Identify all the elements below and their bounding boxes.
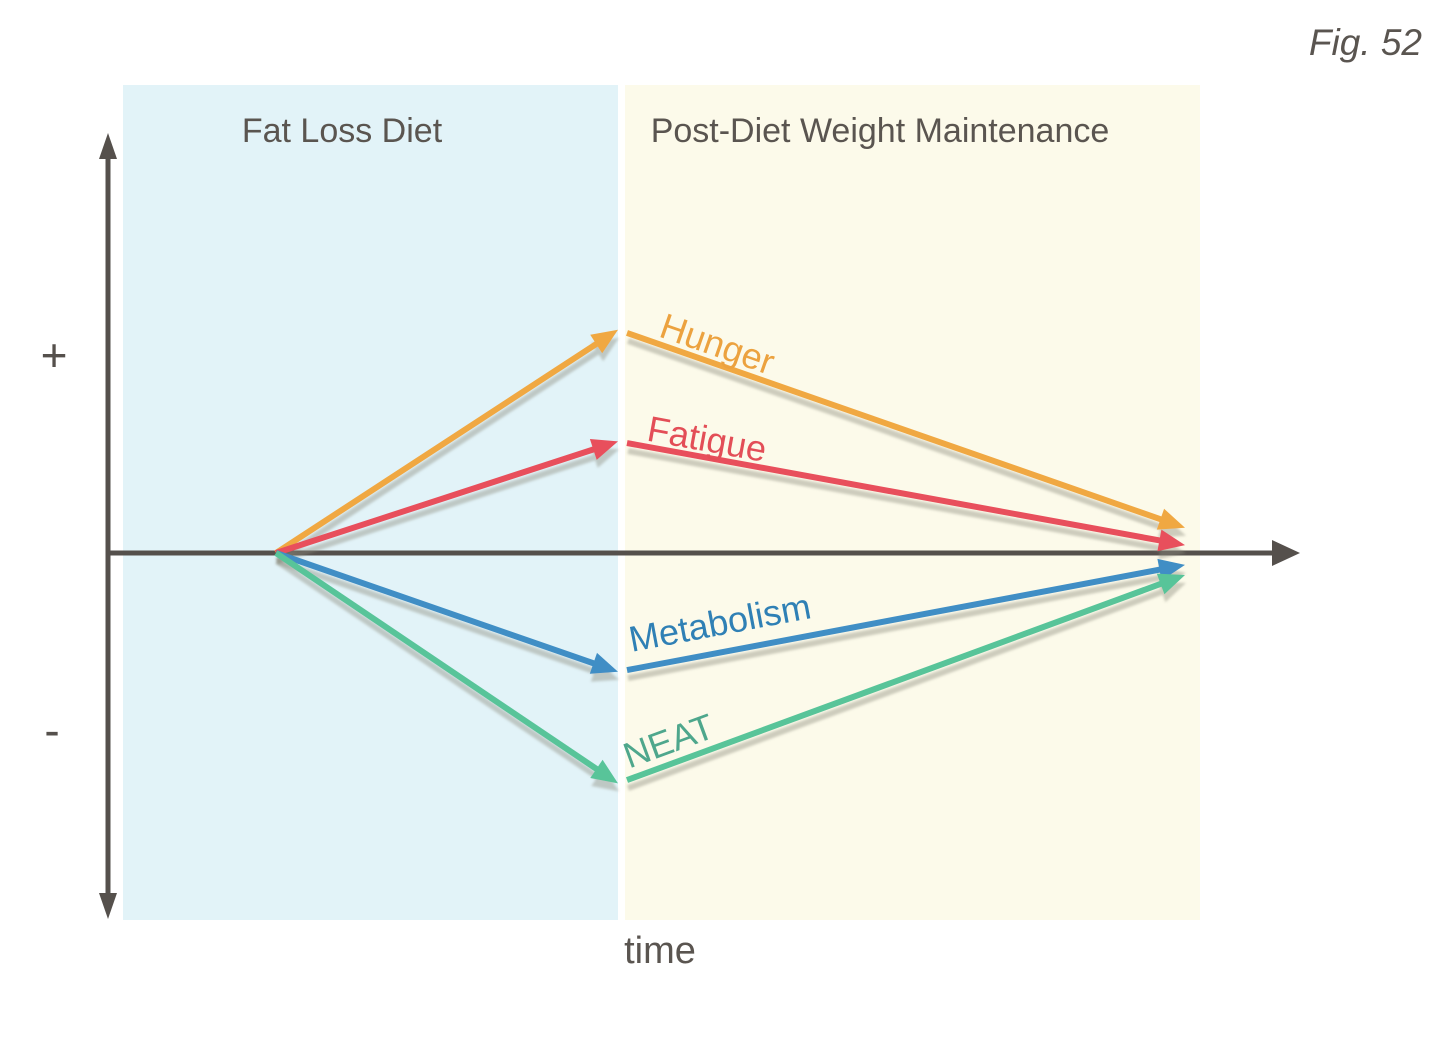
series-hunger-paths	[274, 329, 1185, 556]
x-axis-right-arrowhead	[1272, 540, 1300, 566]
series-hunger-phase1-line	[274, 338, 603, 556]
series-fatigue-phase2-arrowhead	[1157, 529, 1185, 552]
figure-number: Fig. 52	[1309, 22, 1423, 63]
region-title-fat-loss-diet: Fat Loss Diet	[242, 112, 443, 150]
y-axis-up-arrowhead	[99, 133, 117, 159]
series-metabolism-phase2-line	[626, 565, 1166, 674]
series-fatigue-phase1-arrowhead	[589, 439, 618, 460]
series-hunger-phase2-arrowhead	[1156, 508, 1185, 530]
series-fatigue-phase1-line	[275, 444, 600, 556]
series-hunger-phase2-line	[626, 330, 1168, 525]
series-neat-phase1-arrowhead	[590, 759, 618, 784]
series-fatigue-paths	[275, 439, 1185, 556]
series-hunger-phase1-arrowhead	[590, 329, 618, 354]
y-axis-plus-label: +	[41, 329, 68, 381]
series-fatigue-phase2-line	[626, 440, 1166, 545]
region-title-post-diet-maintenance: Post-Diet Weight Maintenance	[651, 112, 1110, 150]
series-metabolism-phase1-line	[275, 550, 601, 669]
y-axis-down-arrowhead	[99, 893, 117, 919]
series-metabolism-phase1-arrowhead	[589, 652, 618, 674]
x-axis	[106, 540, 1300, 566]
y-axis	[99, 133, 117, 919]
x-axis-time-label: time	[624, 930, 696, 972]
series-neat-phase2-line	[625, 579, 1168, 783]
series-neat-phase1-line	[274, 550, 604, 775]
series-neat-phase2-arrowhead	[1156, 573, 1185, 595]
series-neat: NEAT	[274, 550, 1185, 784]
series-neat-paths	[274, 550, 1185, 784]
region-fat-loss-diet	[123, 85, 618, 920]
series-metabolism-paths	[275, 550, 1185, 674]
y-axis-minus-label: -	[44, 704, 59, 756]
